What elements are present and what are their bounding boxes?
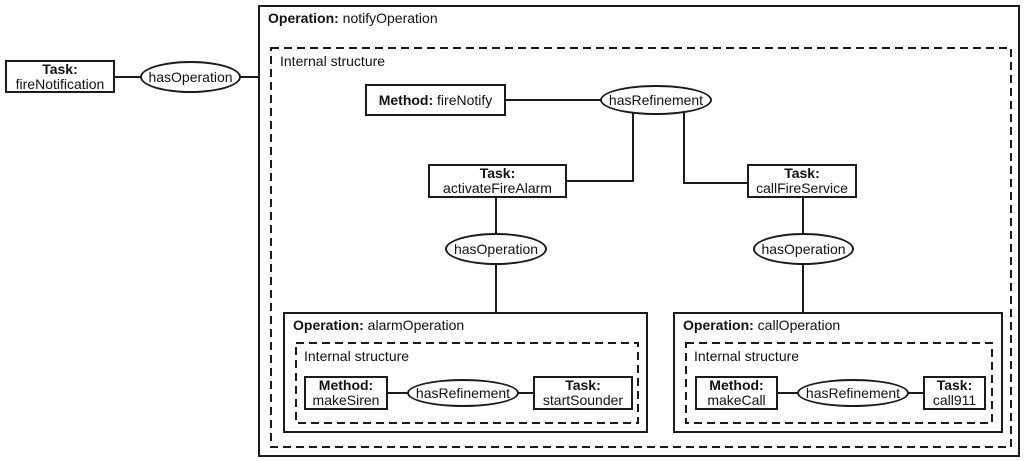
alarm-operation-title-name: alarmOperation	[367, 317, 465, 333]
hasoperation-root-ellipse: hasOperation	[140, 61, 241, 93]
method-makesiren-box: Method: makeSiren	[304, 376, 388, 410]
hasoperation-alarm-ellipse: hasOperation	[445, 233, 547, 265]
task-call911-name: call911	[932, 392, 977, 408]
task-callfireservice-box: Task: callFireService	[747, 164, 857, 198]
hasoperation-call-label: hasOperation	[761, 241, 846, 257]
alarm-operation-title: Operation: alarmOperation	[293, 317, 464, 333]
task-firenotification-label: Task:	[42, 60, 78, 77]
internal-structure-label-call: Internal structure	[694, 348, 800, 364]
method-firenotify-text: Method: fireNotify	[378, 91, 493, 108]
task-activatefirealarm-label: Task:	[479, 165, 516, 181]
method-makecall-box: Method: makeCall	[695, 376, 778, 410]
notify-operation-box	[258, 5, 1020, 457]
hasrefinement-call-ellipse: hasRefinement	[797, 379, 909, 407]
hasrefinement-alarm-label: hasRefinement	[415, 385, 511, 401]
notify-operation-title-label: Operation:	[268, 10, 339, 26]
alarm-operation-title-label: Operation:	[293, 317, 364, 333]
hasoperation-alarm-label: hasOperation	[453, 241, 539, 257]
alarm-operation-box	[283, 312, 648, 433]
hasrefinement-alarm-ellipse: hasRefinement	[407, 379, 519, 407]
hasoperation-call-ellipse: hasOperation	[753, 233, 854, 265]
internal-structure-label-alarm: Internal structure	[304, 348, 410, 364]
method-makesiren-label: Method:	[318, 377, 374, 393]
call-operation-box	[673, 312, 1003, 433]
link-hasrefinement-activatefirealarm	[566, 108, 634, 182]
notify-operation-title-name: notifyOperation	[342, 10, 438, 26]
task-startsounder-name: startSounder	[542, 392, 624, 408]
hasrefinement-top-ellipse: hasRefinement	[600, 85, 712, 115]
task-startsounder-box: Task: startSounder	[533, 376, 633, 410]
task-call911-label: Task:	[936, 377, 973, 393]
task-firenotification-name: fireNotification	[15, 75, 105, 92]
internal-structure-frame-alarm	[295, 342, 639, 424]
method-makecall-label: Method:	[709, 377, 764, 393]
method-makecall-name: makeCall	[707, 392, 766, 408]
task-activatefirealarm-name: activateFireAlarm	[443, 180, 552, 196]
hasrefinement-call-label: hasRefinement	[805, 385, 901, 401]
method-firenotify-box: Method: fireNotify	[365, 84, 506, 116]
method-firenotify-label: Method:	[378, 91, 434, 108]
notify-operation-title: Operation: notifyOperation	[268, 10, 438, 26]
task-callfireservice-label: Task:	[784, 165, 820, 181]
hasrefinement-top-label: hasRefinement	[608, 92, 704, 108]
task-firenotification-box: Task: fireNotification	[5, 60, 115, 93]
call-operation-title-label: Operation:	[683, 317, 754, 333]
internal-structure-label-outer: Internal structure	[280, 53, 386, 69]
internal-structure-frame-outer	[270, 47, 1012, 448]
method-firenotify-name: fireNotify	[437, 91, 493, 108]
task-call911-box: Task: call911	[923, 376, 986, 410]
hasoperation-root-label: hasOperation	[148, 69, 233, 85]
call-operation-title: Operation: callOperation	[683, 317, 840, 333]
task-callfireservice-name: callFireService	[756, 180, 848, 196]
call-operation-title-name: callOperation	[757, 317, 841, 333]
task-startsounder-label: Task:	[565, 377, 601, 393]
link-hasrefinement-callfireservice	[683, 108, 748, 184]
method-makesiren-name: makeSiren	[312, 392, 380, 408]
internal-structure-frame-call	[685, 342, 993, 424]
task-activatefirealarm-box: Task: activateFireAlarm	[428, 164, 567, 198]
